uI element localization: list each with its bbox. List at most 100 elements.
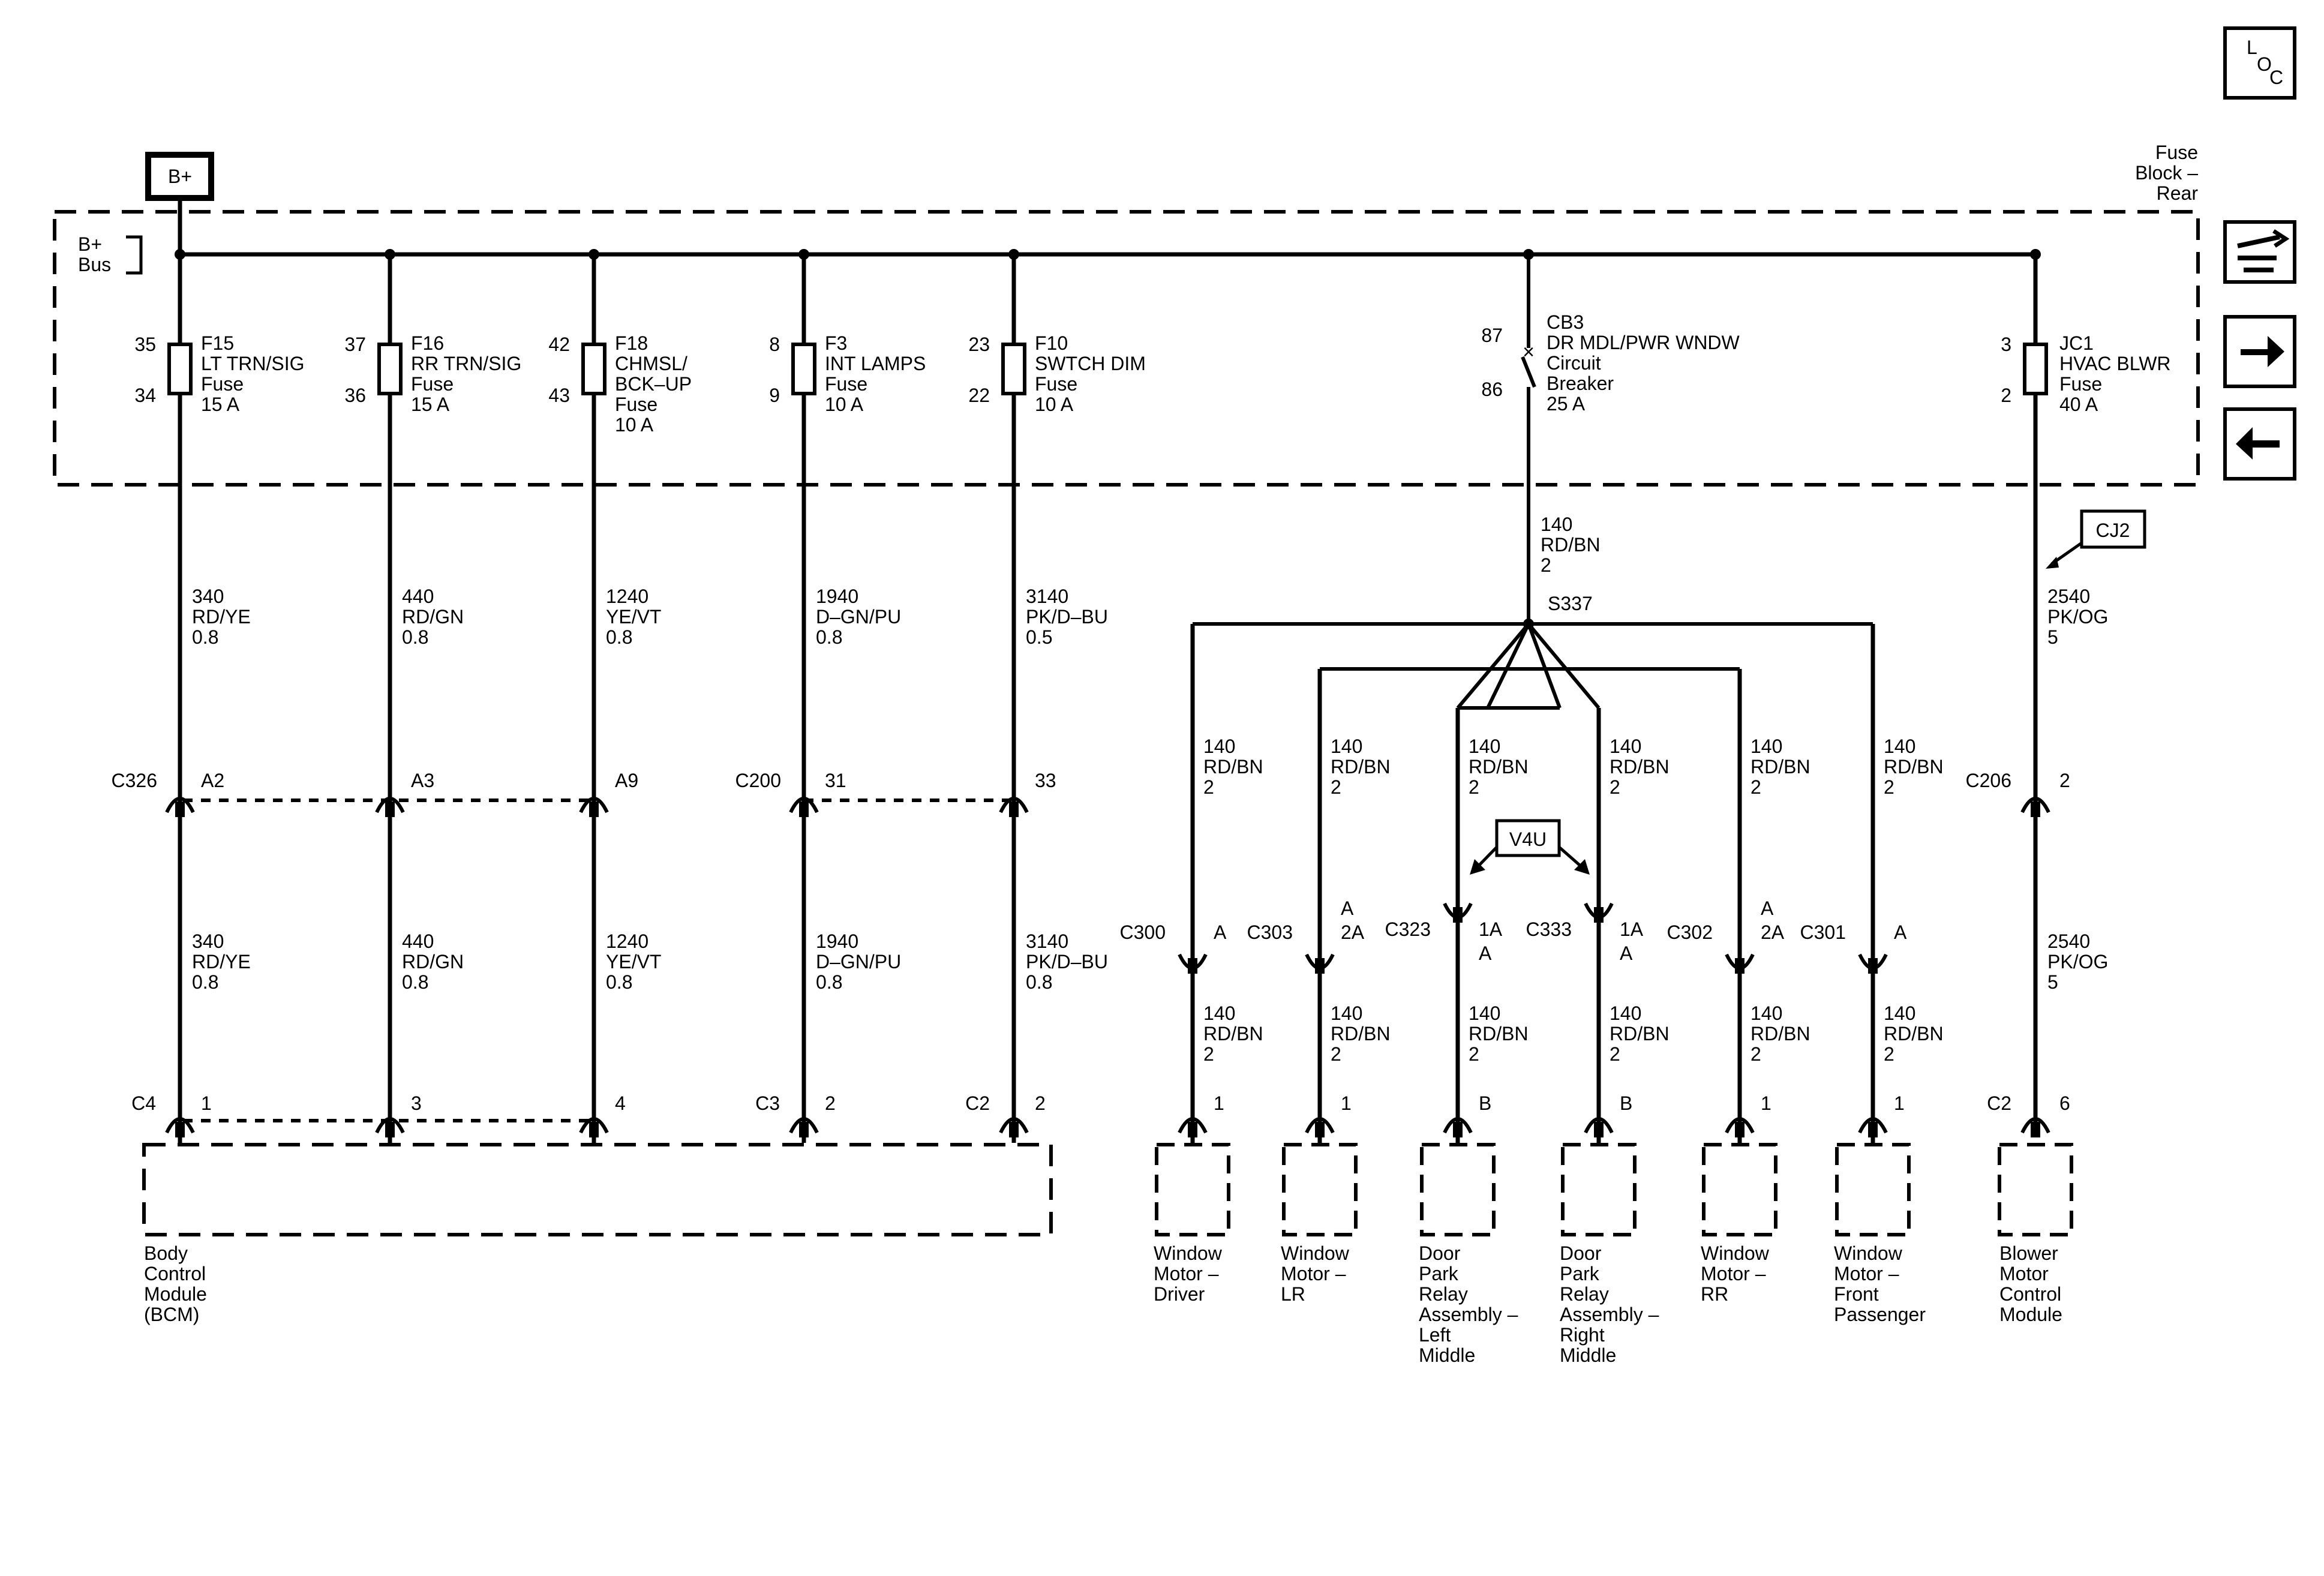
component-label-line: Middle	[1419, 1344, 1475, 1366]
hvac-wire-label-line: PK/OG	[2047, 951, 2108, 972]
c206-pin: 2	[2059, 770, 2070, 791]
branch-wire-label-line: 2	[1610, 1043, 1620, 1065]
fuse-label-line: Fuse	[411, 373, 454, 395]
component-connector	[1725, 1117, 1755, 1134]
c206-connector	[2020, 797, 2050, 813]
breaker-pin-bottom: 86	[1481, 379, 1503, 400]
fuse-label-line: F18	[615, 332, 648, 354]
inline-connector-pin	[385, 801, 395, 817]
bcm-conn-name: C2	[965, 1092, 990, 1114]
hvac-fuse-body	[2023, 343, 2048, 395]
arrow-right-icon[interactable]	[2223, 315, 2296, 388]
fuse-pin-bottom: 43	[548, 385, 570, 406]
hvac-pin-top: 3	[2001, 334, 2011, 355]
branch-wire-label-line: 140	[1203, 1002, 1235, 1024]
branch-conn-name: C333	[1526, 918, 1572, 940]
bcm-connector-pin	[385, 1122, 395, 1137]
fuse-body	[377, 343, 403, 395]
fuse-label-line: Fuse	[825, 373, 867, 395]
c326-pin: A2	[201, 770, 224, 791]
wire-label-line: 340	[192, 586, 224, 607]
hvac-wire-label-line: 2540	[2047, 586, 2090, 607]
bcm-connector-pin	[799, 1122, 809, 1137]
bcm-conn-name: C4	[131, 1092, 156, 1114]
component-label-line: Front	[1834, 1283, 1879, 1305]
component-box	[1420, 1143, 1496, 1236]
fuse-block-label: Rear	[2157, 182, 2199, 204]
branch-connector-pin	[1594, 907, 1604, 923]
component-label-line: Window	[1701, 1242, 1770, 1264]
branch-wire-label-line: 140	[1610, 736, 1641, 757]
bcm-connector	[999, 1117, 1029, 1134]
component-label-line: Window	[1281, 1242, 1350, 1264]
wire-label-line: RD/GN	[402, 951, 464, 972]
bus-bracket	[126, 235, 143, 275]
component-label-line: Motor –	[1281, 1263, 1346, 1284]
wiring-harness-icon[interactable]	[2223, 220, 2296, 284]
fuse-pin-bottom: 34	[134, 385, 156, 406]
component-label-line: Park	[1419, 1263, 1459, 1284]
fuse-label-line: Fuse	[615, 394, 657, 415]
component-label-line: LR	[1281, 1283, 1305, 1305]
wire-label-line: PK/D–BU	[1026, 606, 1108, 628]
bcm-label-line: Module	[144, 1283, 207, 1305]
breaker-label-line: Circuit	[1547, 352, 1601, 374]
cj2-label: CJ2	[2096, 520, 2130, 541]
branch-connector-pin	[1868, 958, 1878, 974]
breaker-mark: ×	[1523, 341, 1535, 364]
wire-label-line: PK/D–BU	[1026, 951, 1108, 972]
component-label-line: Left	[1419, 1324, 1451, 1346]
wire-label-line: 1240	[606, 930, 648, 952]
branch-conn-name: C300	[1120, 921, 1166, 943]
bcm-connector-pin	[1009, 1122, 1019, 1137]
schematic-graphics	[53, 26, 2296, 1236]
branch-wire-label-line: RD/BN	[1203, 756, 1263, 778]
wire-label-line: 3140	[1026, 586, 1068, 607]
splice-label: S337	[1548, 593, 1593, 614]
branch-conn-name: C301	[1800, 921, 1846, 943]
wire-label-line: YE/VT	[606, 951, 661, 972]
bplus-label: B+	[168, 166, 192, 187]
fuse-label-line: SWTCH DIM	[1035, 353, 1146, 374]
bus-junction	[798, 249, 809, 260]
loc-button[interactable]	[2223, 26, 2296, 100]
fuse-pin-top: 42	[548, 334, 570, 355]
component-connector	[1178, 1117, 1208, 1134]
bcm-connector-pin	[175, 1122, 185, 1137]
branch-connector-pin	[1315, 958, 1325, 974]
fuse-label-line: 10 A	[615, 414, 654, 436]
component-pin: 1	[1761, 1092, 1771, 1114]
inline-connector	[165, 797, 195, 813]
wire-label-line: 1240	[606, 586, 648, 607]
branch-wire-label-line: 140	[1331, 1002, 1362, 1024]
component-label-line: Middle	[1560, 1344, 1616, 1366]
component-box	[1561, 1143, 1637, 1236]
component-label-line: Assembly –	[1560, 1304, 1659, 1325]
breaker-label-line: 25 A	[1547, 393, 1586, 415]
branch-conn-name: C323	[1385, 918, 1431, 940]
branch-wire-label-line: RD/BN	[1750, 1023, 1810, 1044]
branch-wire-label-line: 2	[1331, 1043, 1341, 1065]
bcm-connector	[579, 1117, 609, 1134]
component-label-line: Park	[1560, 1263, 1600, 1284]
component-connector-pin	[1188, 1122, 1197, 1137]
arrow-left-icon[interactable]	[2223, 407, 2296, 481]
fuse-body	[1001, 343, 1026, 395]
component-connector	[1584, 1117, 1614, 1134]
component-pin: 1	[1894, 1092, 1905, 1114]
branch-wire-label-line: 2	[1884, 776, 1894, 798]
fuse-pin-top: 8	[769, 334, 780, 355]
fuse-body	[581, 343, 606, 395]
inline-connector	[579, 797, 609, 813]
branch-wire-label-line: 2	[1750, 1043, 1761, 1065]
branch-wire-label-line: 2	[1331, 776, 1341, 798]
circuit-breaker	[1521, 254, 1536, 619]
bcm-label-line: Body	[144, 1242, 188, 1264]
component-label-line: Window	[1834, 1242, 1903, 1264]
wire-label-line: YE/VT	[606, 606, 661, 628]
component-label-line: Window	[1154, 1242, 1223, 1264]
component-label-line: Driver	[1154, 1283, 1205, 1305]
hvac-module-label-line: Control	[1999, 1283, 2061, 1305]
hvac-module-label-line: Motor	[1999, 1263, 2049, 1284]
